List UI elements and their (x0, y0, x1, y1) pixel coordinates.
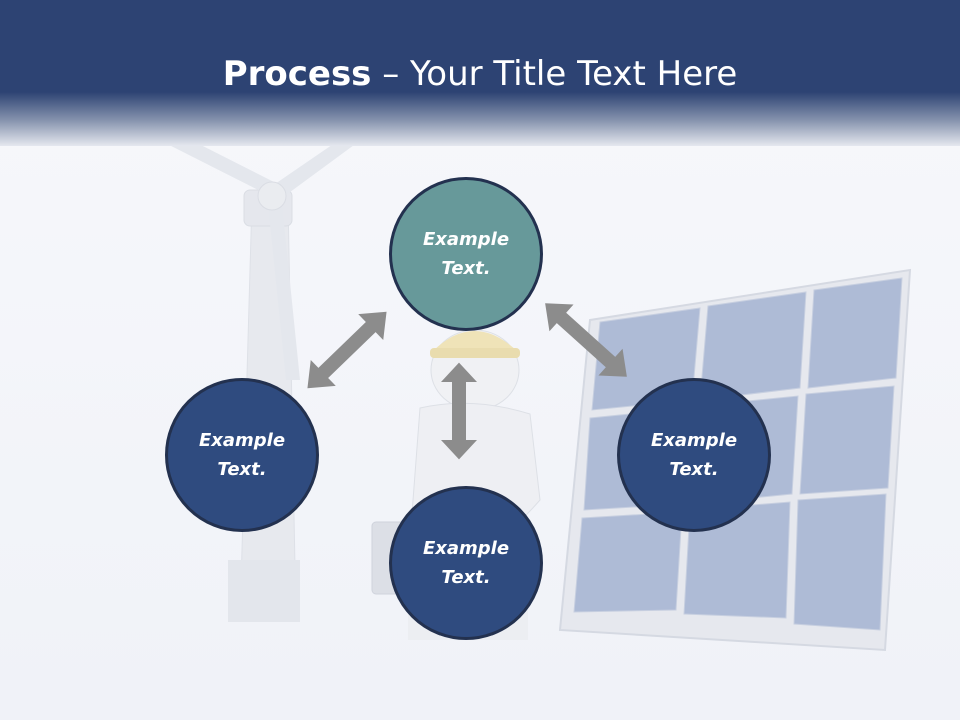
node-top: Example Text. (389, 177, 543, 331)
node-right: Example Text. (617, 378, 771, 532)
node-left-label: Example Text. (198, 430, 286, 480)
title-rest: – Your Title Text Here (371, 54, 738, 94)
node-bottom: Example Text. (389, 486, 543, 640)
node-bottom-label: Example Text. (422, 538, 510, 588)
node-top-label: Example Text. (422, 229, 510, 279)
header-band (0, 0, 960, 146)
slide-title: Process – Your Title Text Here (0, 52, 960, 96)
arrow-vertical (441, 362, 477, 460)
node-right-label: Example Text. (650, 430, 738, 480)
arrow-top-right (533, 289, 639, 391)
arrow-top-left (294, 298, 400, 402)
node-left: Example Text. (165, 378, 319, 532)
title-bold: Process (222, 54, 372, 94)
